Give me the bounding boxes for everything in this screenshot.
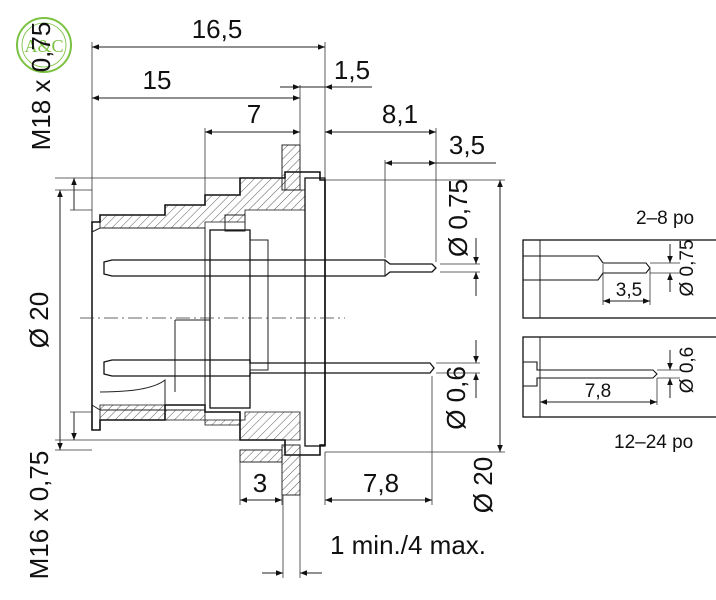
dim-phi-20-left: Ø 20 <box>24 292 54 348</box>
detail-top-len: 3,5 <box>616 280 642 301</box>
dim-thread-top: M18 x 0,75 <box>26 22 56 151</box>
detail-bottom-phi: Ø 0,6 <box>677 347 698 393</box>
dim-phi-20-right: Ø 20 <box>468 457 498 513</box>
dim-thread-bottom: M16 x 0,75 <box>24 451 54 580</box>
dim-15: 15 <box>143 65 172 95</box>
detail-top: 2–8 po 3,5 Ø 0,75 <box>522 208 716 319</box>
dim-3-5: 3,5 <box>449 130 485 160</box>
dim-8-1: 8,1 <box>382 99 418 129</box>
dim-phi-0-6: Ø 0,6 <box>441 366 471 430</box>
detail-bottom-len: 7,8 <box>585 381 611 402</box>
detail-top-phi: Ø 0,75 <box>677 239 698 296</box>
dim-1-5: 1,5 <box>334 55 370 85</box>
detail-bottom-label: 12–24 po <box>614 432 693 453</box>
dim-7: 7 <box>247 99 261 129</box>
dimension-lines <box>55 42 505 578</box>
detail-bottom: 7,8 Ø 0,6 12–24 po <box>522 336 716 453</box>
dim-3: 3 <box>253 468 267 498</box>
dim-16-5: 16,5 <box>192 14 243 44</box>
dim-panel-thickness: 1 min./4 max. <box>330 530 486 560</box>
dim-7-8: 7,8 <box>363 468 399 498</box>
connector-body <box>80 144 345 496</box>
dimension-labels: 16,5 15 1,5 7 8,1 3,5 Ø 0,75 Ø 0,6 Ø 20 … <box>24 14 498 579</box>
logo-mark: A&C <box>16 17 72 73</box>
pins <box>103 259 437 377</box>
dim-phi-0-75: Ø 0,75 <box>443 179 473 257</box>
logo-text: A&C <box>24 36 63 56</box>
detail-top-label: 2–8 po <box>636 208 694 229</box>
